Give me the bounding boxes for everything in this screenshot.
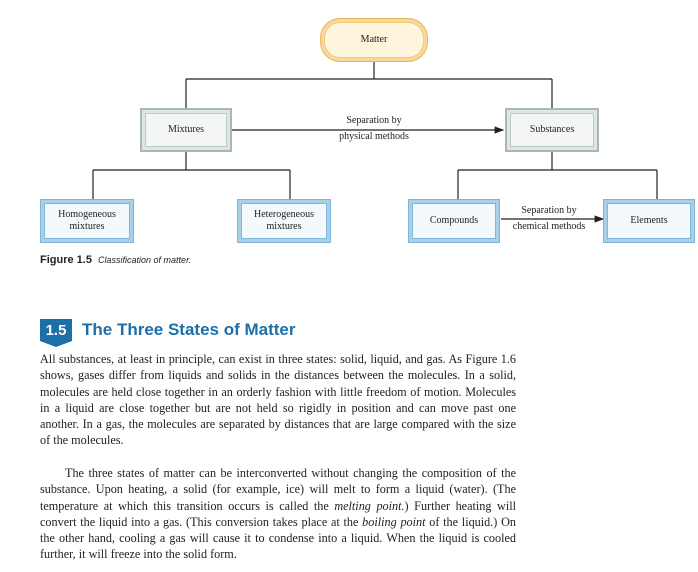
node-substances-label: Substances (510, 113, 594, 147)
node-elements: Elements (603, 199, 695, 243)
node-mixtures: Mixtures (140, 108, 232, 152)
node-heterogeneous-label: Heterogeneous mixtures (241, 203, 327, 239)
paragraph-2-part-c: of the liquid.) On the other hand, cooli… (40, 514, 516, 562)
figure-caption: Figure 1.5 Classification of matter. (40, 254, 191, 266)
section-number-badge: 1.5 (40, 319, 72, 347)
node-matter: Matter (320, 18, 428, 62)
figure-number: Figure 1.5 (40, 254, 92, 266)
paragraph-2-part-a: The three states of matter can be interc… (40, 466, 516, 513)
paragraph-2: The three states of matter can be interc… (40, 465, 516, 563)
section-title: The Three States of Matter (82, 320, 296, 339)
section-heading: 1.5 The Three States of Matter (40, 317, 296, 347)
classification-diagram-connectors (92, 62, 658, 223)
edge-label-chemical-methods: Separation by chemical methods (512, 205, 586, 232)
node-substances: Substances (505, 108, 599, 152)
node-homogeneous-label: Homogeneous mixtures (44, 203, 130, 239)
node-matter-label: Matter (324, 22, 424, 58)
node-elements-label: Elements (607, 203, 691, 239)
figure-caption-text: Classification of matter. (98, 255, 192, 265)
edge-label-physical-methods: Separation by physical methods (339, 115, 409, 142)
term-melting-point: melting point. (334, 498, 405, 513)
node-mixtures-label: Mixtures (145, 113, 227, 147)
node-homogeneous-mixtures: Homogeneous mixtures (40, 199, 134, 243)
node-heterogeneous-mixtures: Heterogeneous mixtures (237, 199, 331, 243)
node-compounds: Compounds (408, 199, 500, 243)
paragraph-1: All substances, at least in principle, c… (40, 352, 516, 448)
term-boiling-point: boiling point (362, 514, 426, 529)
node-compounds-label: Compounds (412, 203, 496, 239)
paragraph-2-part-b: ) Further heating will convert the liqui… (40, 498, 516, 529)
